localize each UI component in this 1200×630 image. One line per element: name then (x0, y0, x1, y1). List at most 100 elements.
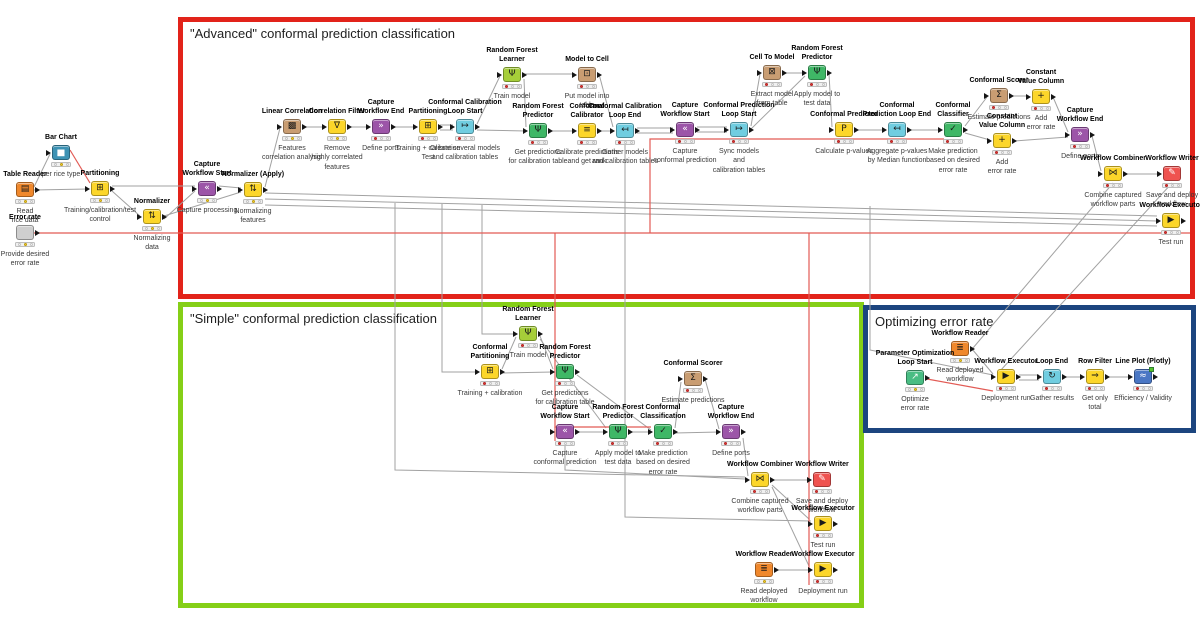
output-port[interactable] (1153, 374, 1158, 380)
output-port[interactable] (1123, 171, 1128, 177)
node-body[interactable]: ⇅ (137, 209, 167, 224)
input-port[interactable] (991, 374, 996, 380)
output-port[interactable] (925, 375, 930, 381)
data-wire[interactable] (564, 441, 746, 480)
data-wire[interactable] (999, 182, 1173, 372)
input-port[interactable] (85, 186, 90, 192)
output-port[interactable] (635, 128, 640, 134)
node-body[interactable]: ↻ (1037, 369, 1067, 384)
input-port[interactable] (808, 521, 813, 527)
output-port[interactable] (907, 127, 912, 133)
node-body[interactable]: Ψ (603, 424, 633, 439)
input-port[interactable] (1080, 374, 1085, 380)
node-body[interactable]: » (366, 119, 396, 134)
output-port[interactable] (548, 128, 553, 134)
node-body[interactable]: ≡ (572, 123, 602, 138)
data-wire[interactable] (501, 371, 554, 374)
input-port[interactable] (678, 376, 683, 382)
data-wire[interactable] (869, 206, 994, 376)
output-port[interactable] (970, 346, 975, 352)
output-port[interactable] (391, 124, 396, 130)
data-wire[interactable] (750, 73, 761, 127)
node-body[interactable]: ⇅ (238, 182, 268, 197)
node-body[interactable]: » (716, 424, 746, 439)
input-port[interactable] (513, 331, 518, 337)
data-wire[interactable] (1052, 96, 1069, 133)
node-body[interactable]: + (987, 133, 1017, 148)
node-body[interactable]: ↦ (724, 122, 754, 137)
node-body[interactable]: ⊡ (572, 67, 602, 82)
node-body[interactable]: ⋈ (1098, 166, 1128, 181)
data-wire[interactable] (33, 153, 51, 188)
output-port[interactable] (263, 187, 268, 193)
node-body[interactable]: Ψ (523, 123, 553, 138)
input-port[interactable] (829, 127, 834, 133)
node-body[interactable]: ∇ (322, 119, 352, 134)
output-port[interactable] (162, 214, 167, 220)
node-body[interactable]: » (1065, 127, 1095, 142)
output-port[interactable] (833, 567, 838, 573)
output-port[interactable] (1090, 132, 1095, 138)
data-wire[interactable] (964, 96, 988, 127)
node-body[interactable] (16, 225, 40, 240)
output-port[interactable] (575, 429, 580, 435)
flow-variable-wire[interactable] (926, 378, 994, 392)
input-port[interactable] (572, 72, 577, 78)
output-port[interactable] (110, 186, 115, 192)
input-port[interactable] (1098, 171, 1103, 177)
input-port[interactable] (137, 214, 142, 220)
node-body[interactable]: Ψ (802, 65, 832, 80)
output-port[interactable] (302, 124, 307, 130)
node-body[interactable]: ≈ (1128, 367, 1158, 384)
input-port[interactable] (670, 127, 675, 133)
input-port[interactable] (322, 124, 327, 130)
input-port[interactable] (984, 93, 989, 99)
node-body[interactable]: ⊞ (475, 364, 505, 379)
input-port[interactable] (497, 72, 502, 78)
data-wire[interactable] (598, 73, 614, 128)
input-port[interactable] (938, 127, 943, 133)
output-port[interactable] (1016, 374, 1021, 380)
input-port[interactable] (475, 369, 480, 375)
data-wire[interactable] (576, 374, 652, 431)
data-wire[interactable] (624, 140, 812, 522)
output-port[interactable] (475, 124, 480, 130)
data-wire[interactable] (971, 348, 994, 375)
annotation-advanced[interactable]: "Advanced" conformal prediction classifi… (178, 17, 1195, 299)
node-body[interactable]: ▶ (808, 516, 838, 531)
data-wire[interactable] (476, 75, 501, 125)
input-port[interactable] (550, 369, 555, 375)
node-body[interactable]: ↤ (610, 123, 640, 138)
node-body[interactable]: ↦ (450, 119, 480, 134)
data-wire[interactable] (501, 336, 517, 370)
data-wire[interactable] (964, 132, 991, 141)
node-body[interactable]: ↗ (906, 370, 930, 385)
output-port[interactable] (35, 230, 40, 236)
node-body[interactable]: ⊠ (757, 65, 787, 80)
output-port[interactable] (1051, 94, 1056, 100)
input-port[interactable] (603, 429, 608, 435)
annotation-optimize[interactable]: Optimizing error rate (863, 305, 1196, 433)
output-port[interactable] (827, 70, 832, 76)
node-body[interactable]: ▶ (991, 369, 1021, 384)
data-wire[interactable] (750, 75, 806, 130)
node-body[interactable]: ✓ (938, 122, 968, 137)
node-body[interactable]: Ψ (513, 326, 543, 341)
output-port[interactable] (1009, 93, 1014, 99)
data-wire[interactable] (828, 73, 833, 128)
data-wire[interactable] (264, 192, 1158, 217)
input-port[interactable] (192, 186, 197, 192)
input-port[interactable] (238, 187, 243, 193)
output-port[interactable] (854, 127, 859, 133)
output-port[interactable] (774, 567, 779, 573)
input-port[interactable] (757, 70, 762, 76)
input-port[interactable] (572, 128, 577, 134)
input-port[interactable] (550, 429, 555, 435)
input-port[interactable] (413, 124, 418, 130)
node-body[interactable]: ✓ (648, 424, 678, 439)
flow-variable-wire[interactable] (69, 149, 91, 184)
node-body[interactable]: « (550, 424, 580, 439)
data-wire[interactable] (972, 182, 1114, 349)
output-port[interactable] (782, 70, 787, 76)
output-port[interactable] (597, 72, 602, 78)
